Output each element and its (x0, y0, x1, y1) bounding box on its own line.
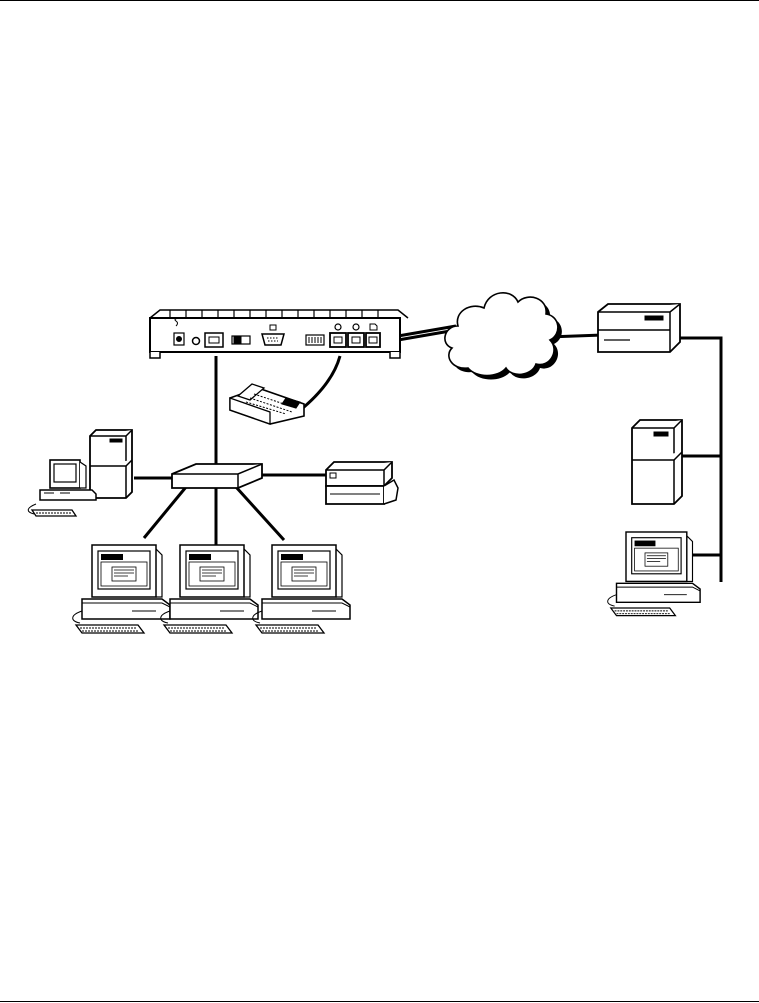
hub-icon (172, 464, 262, 488)
isp-router-icon (598, 304, 680, 352)
bottom-rule (0, 1001, 759, 1002)
workstation-icon (608, 532, 700, 616)
link-hub-ws1 (144, 487, 186, 538)
link-hub-ws3 (236, 487, 284, 540)
workstation-icon (73, 545, 170, 633)
server-tower-icon (632, 420, 682, 504)
workstation-icon (161, 545, 258, 633)
router-icon (150, 310, 408, 358)
telephone-icon (230, 384, 304, 424)
workstation-icon (253, 545, 350, 633)
server-pc-icon (28, 430, 132, 516)
printer-icon (326, 462, 398, 504)
cloud-icon (445, 293, 562, 380)
